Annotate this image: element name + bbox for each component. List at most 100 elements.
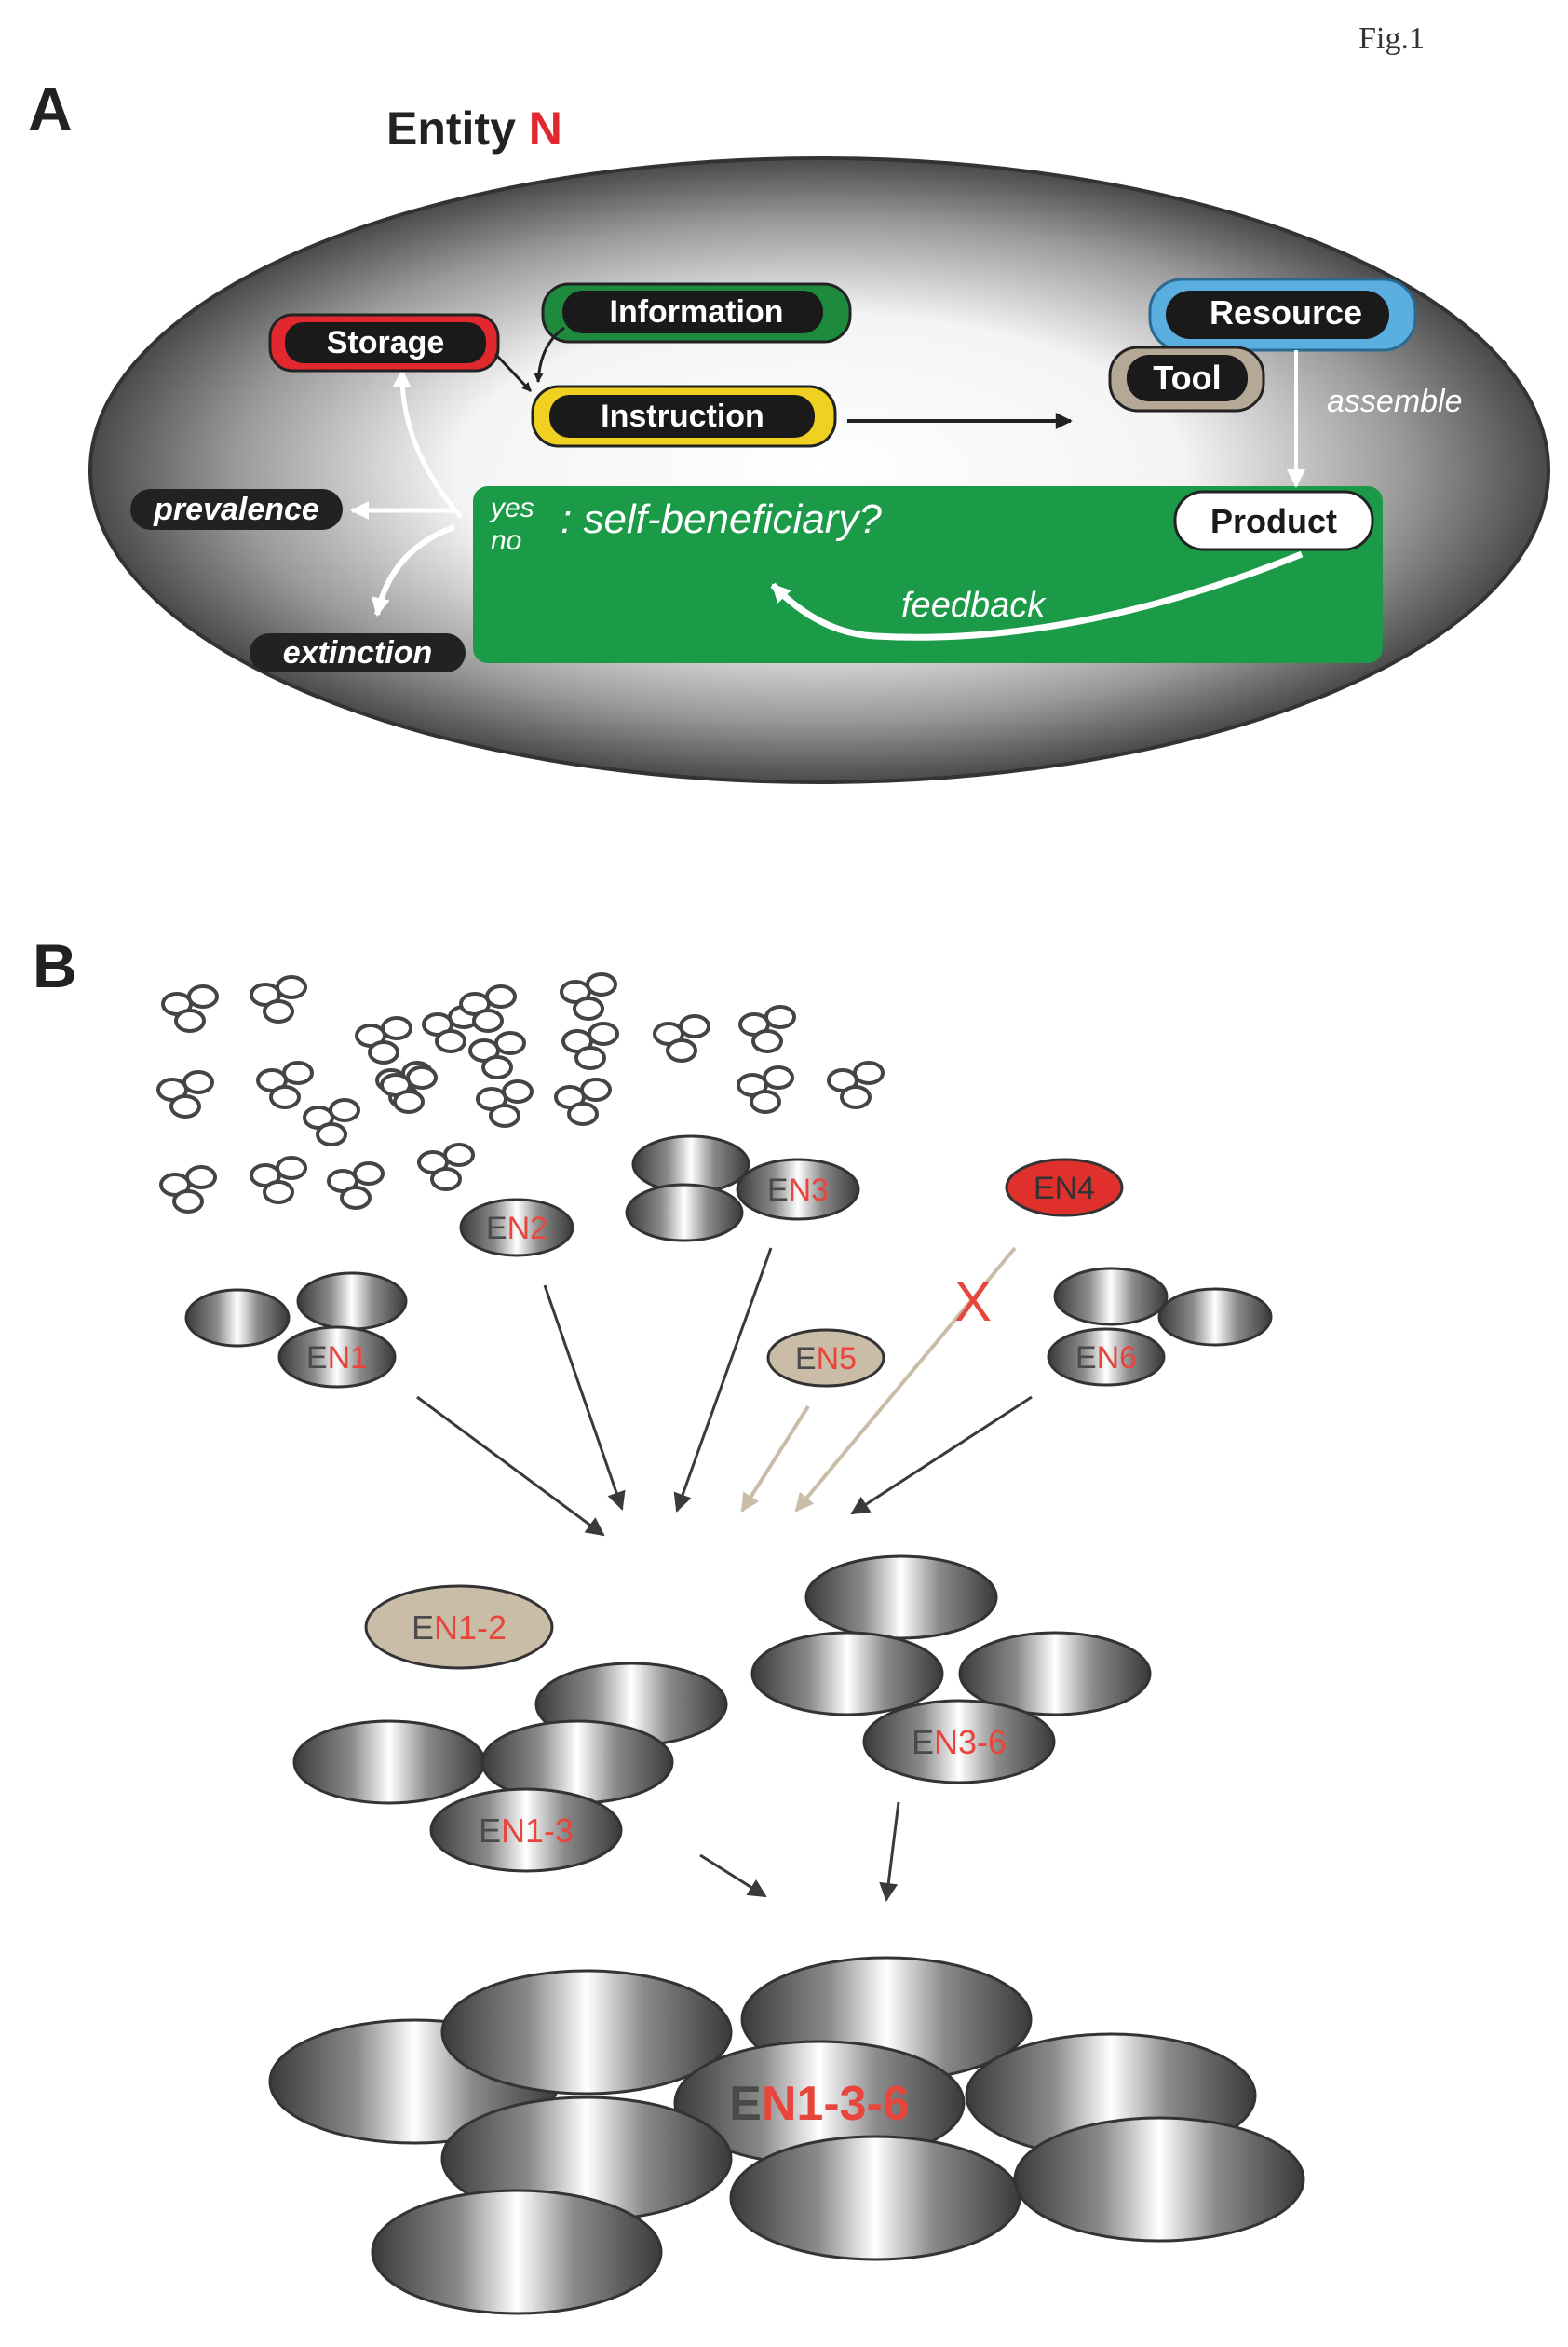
en5-cluster: EN5 — [766, 1328, 885, 1388]
primordial-unit — [853, 1061, 885, 1085]
primordial-unit — [406, 1065, 438, 1090]
information-node — [562, 291, 823, 333]
en3-6-cluster: EN3-6 — [750, 1554, 1152, 1784]
tool-text: Tool — [1153, 359, 1221, 397]
en1-3-merge-arrow — [699, 1853, 767, 1898]
primordial-unit — [381, 1016, 412, 1040]
feedback-arrow — [770, 550, 1304, 641]
entity-ellipse — [1013, 2116, 1305, 2243]
en5-ellipse — [766, 1328, 885, 1388]
primordial-unit — [494, 1031, 526, 1055]
en3-label: EN3 — [767, 1173, 829, 1208]
primordial-unit — [472, 1009, 504, 1033]
primordial-unit — [485, 984, 517, 1009]
entity-ellipse — [88, 156, 1550, 784]
entity-ellipse — [729, 2135, 1021, 2261]
primordial-unit — [750, 1090, 781, 1114]
entity-ellipse — [862, 1699, 1056, 1784]
en1-3-label: EN1-3 — [479, 1811, 574, 1850]
primordial-unit — [430, 1167, 462, 1191]
entity-title: Entity N — [386, 102, 562, 155]
entity-ellipse — [296, 1271, 408, 1331]
en2-merge-arrow — [543, 1284, 626, 1511]
primordial-unit — [666, 1038, 697, 1063]
extinction-text: extinction — [283, 635, 433, 671]
en6-label: EN6 — [1075, 1340, 1137, 1376]
blocked-x-mark: X — [954, 1270, 992, 1333]
entity-ellipse — [429, 1787, 623, 1873]
prevalence-text: prevalence — [153, 492, 319, 527]
primordial-unit — [329, 1098, 360, 1122]
en3-cluster: EN3 — [625, 1134, 860, 1242]
primordial-unit — [263, 999, 294, 1024]
storage-node — [285, 322, 486, 363]
entity-ellipse — [736, 1158, 860, 1221]
entity-ellipse — [184, 1288, 291, 1348]
primordial-unit — [174, 1009, 206, 1033]
en1-3-6-cluster: EN1-3-6 — [268, 1956, 1305, 2315]
en3-6-merge-arrow — [879, 1801, 900, 1902]
panel-b-label: B — [33, 931, 77, 1000]
en2-label: EN2 — [486, 1211, 547, 1246]
primordial-unit — [182, 1070, 214, 1094]
storage-arrow — [392, 369, 463, 519]
primordial-unit — [751, 1029, 783, 1053]
primordial-unit — [269, 1085, 301, 1109]
entity-ellipse — [958, 1631, 1152, 1716]
tool-node — [1127, 355, 1248, 401]
en1-3-cluster: EN1-3 — [292, 1662, 728, 1873]
primordial-unit — [840, 1085, 872, 1109]
primordial-unit — [187, 984, 219, 1009]
primordial-unit — [172, 1189, 204, 1214]
primordial-unit — [185, 1165, 217, 1189]
en1-2-ellipse — [364, 1584, 554, 1670]
entity-ellipse — [1047, 1327, 1166, 1387]
primordial-unit — [580, 1078, 612, 1102]
en6-cluster: EN6 — [1047, 1267, 1273, 1387]
resource-text: Resource — [1210, 293, 1362, 332]
en1-merge-arrow — [416, 1395, 605, 1537]
entity-ellipse — [1157, 1287, 1273, 1347]
primordial-unit — [340, 1186, 372, 1210]
primordial-units — [156, 972, 885, 1214]
en2-cluster: EN2 — [459, 1198, 574, 1257]
en4-ellipse — [1005, 1158, 1124, 1217]
en4-cluster: EN4 — [1005, 1158, 1124, 1217]
en1-cluster: EN1 — [184, 1271, 408, 1389]
entity-ellipse — [625, 1183, 744, 1242]
primordial-unit — [276, 975, 307, 999]
primordial-unit — [679, 1014, 710, 1038]
primordial-unit — [276, 1156, 307, 1180]
primordial-unit — [282, 1061, 314, 1085]
primordial-unit — [763, 1065, 794, 1090]
extinction-pill — [250, 633, 466, 672]
product-text: Product — [1210, 502, 1337, 540]
assemble-label: assemble — [1327, 384, 1463, 419]
primordial-unit — [316, 1122, 347, 1146]
primordial-unit — [588, 1022, 619, 1046]
primordial-unit — [393, 1090, 425, 1114]
primordial-unit — [586, 972, 617, 997]
primordial-unit — [502, 1079, 534, 1104]
entity-ellipse — [440, 1969, 733, 2096]
primordial-unit — [263, 1180, 294, 1204]
entity-ellipse — [459, 1198, 574, 1257]
primordial-unit — [368, 1040, 399, 1065]
en1-label: EN1 — [306, 1340, 368, 1376]
primordial-unit — [574, 1046, 606, 1070]
en5-label: EN5 — [795, 1341, 857, 1377]
entity-ellipse — [277, 1325, 397, 1389]
en5-merge-arrow — [740, 1404, 810, 1513]
information-text: Information — [610, 294, 784, 330]
en4-label: EN4 — [1034, 1171, 1095, 1206]
primordial-unit — [567, 1102, 599, 1126]
primordial-unit — [764, 1005, 796, 1029]
en1-3-6-label: EN1-3-6 — [729, 2077, 910, 2131]
product-node — [1173, 490, 1374, 551]
primordial-unit — [169, 1094, 201, 1119]
prevalence-pill — [130, 489, 343, 530]
no-label: no — [491, 525, 521, 556]
primordial-unit — [573, 997, 604, 1021]
panel-a-label: A — [28, 75, 73, 143]
